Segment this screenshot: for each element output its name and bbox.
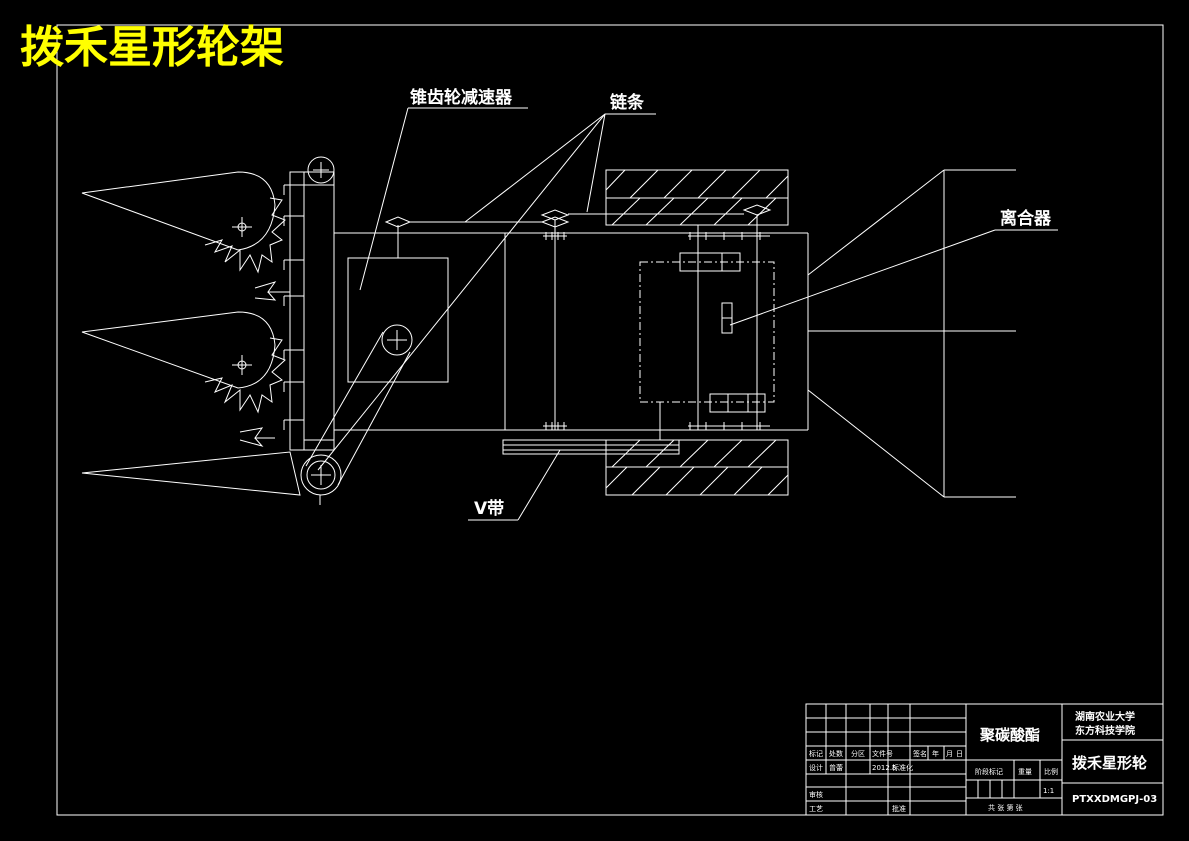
- sheet-border: [56, 24, 1164, 816]
- tb-header-2: 分区: [851, 749, 865, 758]
- tb-header-4: 签名: [913, 749, 927, 758]
- tb-designer: 曾蕾: [829, 763, 843, 772]
- star-wheel-reel: [81, 171, 301, 496]
- lower-cone: [81, 311, 276, 389]
- tb-material: 聚碳酸酯: [979, 726, 1040, 744]
- tb-scale: 1:1: [1043, 787, 1054, 795]
- tb-header-1: 处数: [829, 749, 843, 758]
- tb-design: 设计: [809, 763, 823, 772]
- tb-header-5: 年: [932, 749, 939, 758]
- label-clutch: 离合器: [1000, 208, 1052, 229]
- bottom-divider: [81, 451, 301, 496]
- tb-standard: 标准化: [892, 763, 913, 772]
- middle-prongs: [254, 281, 290, 301]
- title-block: 标记 处数 分区 文件号 签名 年 月 日 设计 曾蕾 2012.5 标准化 审…: [805, 703, 1164, 816]
- tb-header-7: 日: [956, 750, 963, 758]
- tb-weight: 重量: [1018, 768, 1032, 776]
- tb-process: 工艺: [809, 805, 823, 813]
- frame-hatched-blocks: [605, 169, 789, 496]
- tb-date: 2012.5: [872, 764, 897, 772]
- tb-drawing-number: PTXXDMGPJ-03: [1072, 794, 1157, 805]
- tb-part-name: 拨禾星形轮: [1072, 754, 1147, 772]
- upper-wheel-center: [232, 217, 252, 237]
- reel-frame-column: [283, 171, 335, 451]
- clutch-assembly: [639, 252, 775, 440]
- lower-wheel-teeth: [204, 337, 286, 414]
- bottom-prongs: [239, 427, 275, 447]
- tb-review: 审核: [809, 790, 823, 799]
- lower-wheel-center: [232, 355, 252, 375]
- tb-school-2: 东方科技学院: [1075, 724, 1135, 737]
- drawing-title: 拨禾星形轮架: [20, 22, 284, 73]
- upper-cone: [81, 171, 276, 251]
- tb-ratio: 比例: [1044, 767, 1058, 776]
- tb-stage: 阶段标记: [975, 767, 1003, 776]
- tb-approve: 批准: [892, 804, 906, 813]
- main-housing: [333, 169, 1016, 498]
- label-vbelt: V带: [474, 498, 504, 519]
- upper-wheel-teeth: [204, 197, 286, 274]
- tb-header-0: 标记: [809, 749, 823, 758]
- tb-header-3: 文件号: [872, 749, 893, 758]
- leader-lines: [317, 107, 1058, 521]
- vbelt: [502, 439, 680, 455]
- label-chain: 链条: [610, 92, 645, 113]
- gear-reducer-box: [347, 257, 449, 383]
- tb-sheets: 共 张 第 张: [988, 803, 1023, 812]
- chain-pulleys: [300, 156, 413, 505]
- tb-school-1: 湖南农业大学: [1075, 710, 1135, 723]
- label-gear-reducer: 锥齿轮减速器: [410, 87, 513, 108]
- tb-header-6: 月: [946, 750, 953, 758]
